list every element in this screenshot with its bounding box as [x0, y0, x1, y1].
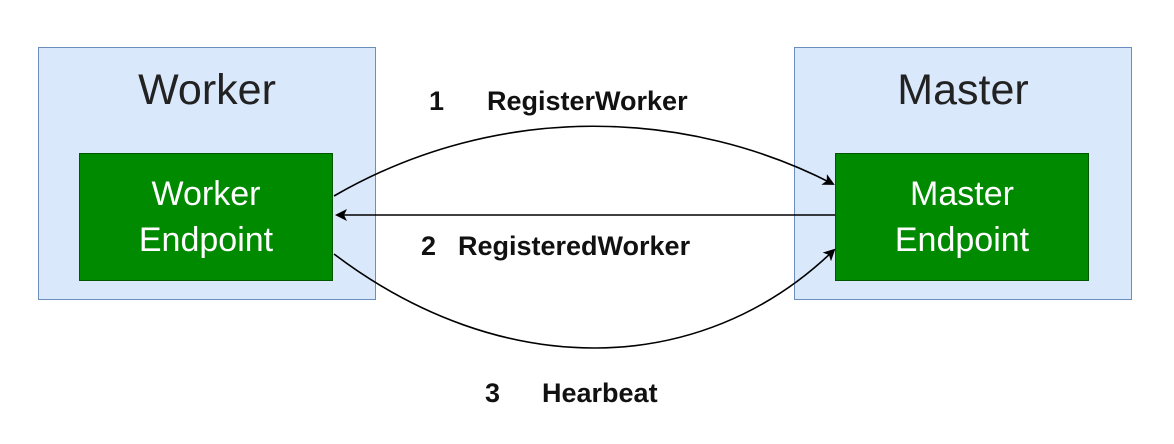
message-label-register-worker: 1 RegisterWorker: [429, 86, 688, 117]
message-label-heartbeat: 3 Hearbeat: [485, 378, 658, 409]
master-endpoint-label-line1: Master: [910, 175, 1014, 213]
worker-title: Worker: [138, 66, 276, 114]
master-title: Master: [897, 66, 1029, 114]
worker-endpoint-label-line2: Endpoint: [138, 221, 274, 259]
message-number: 2: [421, 231, 437, 261]
message-number: 3: [485, 378, 501, 408]
register-worker-arrow: [333, 125, 835, 197]
message-text: RegisterWorker: [487, 86, 688, 116]
heartbeat-arrow: [333, 248, 836, 349]
worker-endpoint-label-line1: Worker: [151, 175, 261, 213]
message-number: 1: [429, 86, 445, 116]
message-text: RegisteredWorker: [458, 231, 691, 261]
worker-endpoint-node: Worker Endpoint: [79, 153, 333, 281]
message-label-registered-worker: 2 RegisteredWorker: [421, 231, 690, 262]
message-text: Hearbeat: [542, 378, 658, 408]
master-endpoint-node: Master Endpoint: [835, 153, 1089, 281]
master-endpoint-label-line2: Endpoint: [894, 221, 1030, 259]
